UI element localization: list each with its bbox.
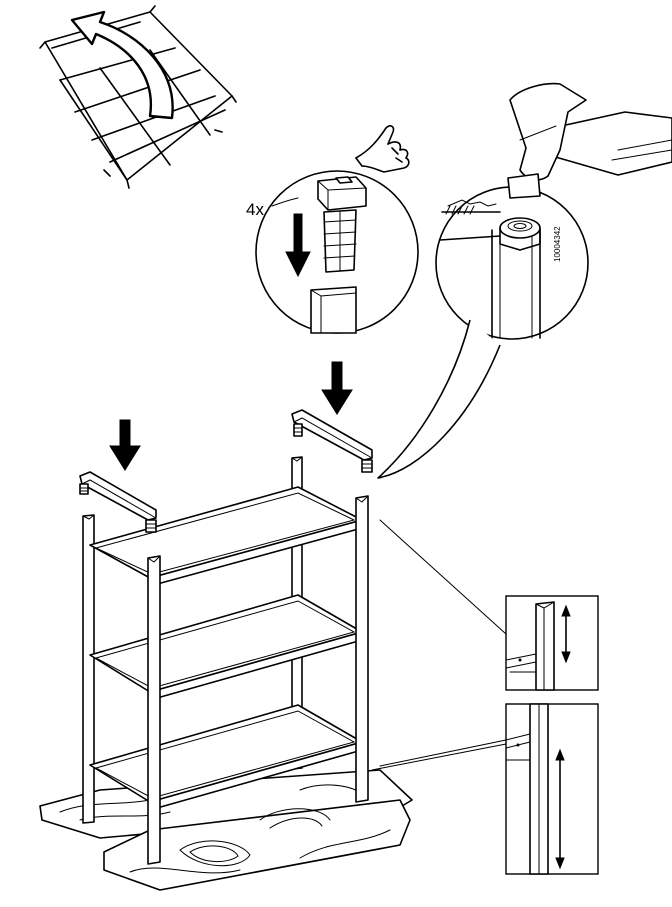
down-arrow-icon xyxy=(109,419,141,471)
front-right-post xyxy=(355,495,369,803)
detail-box-top xyxy=(505,595,599,691)
plastic-plug xyxy=(317,176,367,273)
floor-boards xyxy=(39,769,413,891)
quantity-label: 4x xyxy=(246,200,264,219)
hammer-icon xyxy=(507,82,672,199)
callout-pointer xyxy=(377,319,501,479)
plug-insert-callout: 4x xyxy=(246,170,419,334)
leg-tube-top xyxy=(310,286,357,334)
shelf-middle xyxy=(89,594,363,701)
down-arrow-icon xyxy=(285,213,311,278)
hammer-callout: 10004342 xyxy=(435,186,589,340)
detail-pointer-top xyxy=(379,519,507,635)
part-number: 10004342 xyxy=(553,226,562,262)
shelving-unit xyxy=(82,456,369,865)
flipped-frame-step xyxy=(39,5,237,189)
detail-pointer-bottom xyxy=(379,739,507,767)
top-rail-right xyxy=(291,409,373,473)
down-arrow-icon xyxy=(321,361,353,415)
detail-box-bottom xyxy=(505,703,599,875)
top-rail-left xyxy=(79,471,157,533)
back-left-post xyxy=(82,514,95,824)
press-finger-icon xyxy=(355,125,410,173)
rotate-frame-arrow-icon xyxy=(70,10,174,120)
front-left-post xyxy=(147,555,161,865)
